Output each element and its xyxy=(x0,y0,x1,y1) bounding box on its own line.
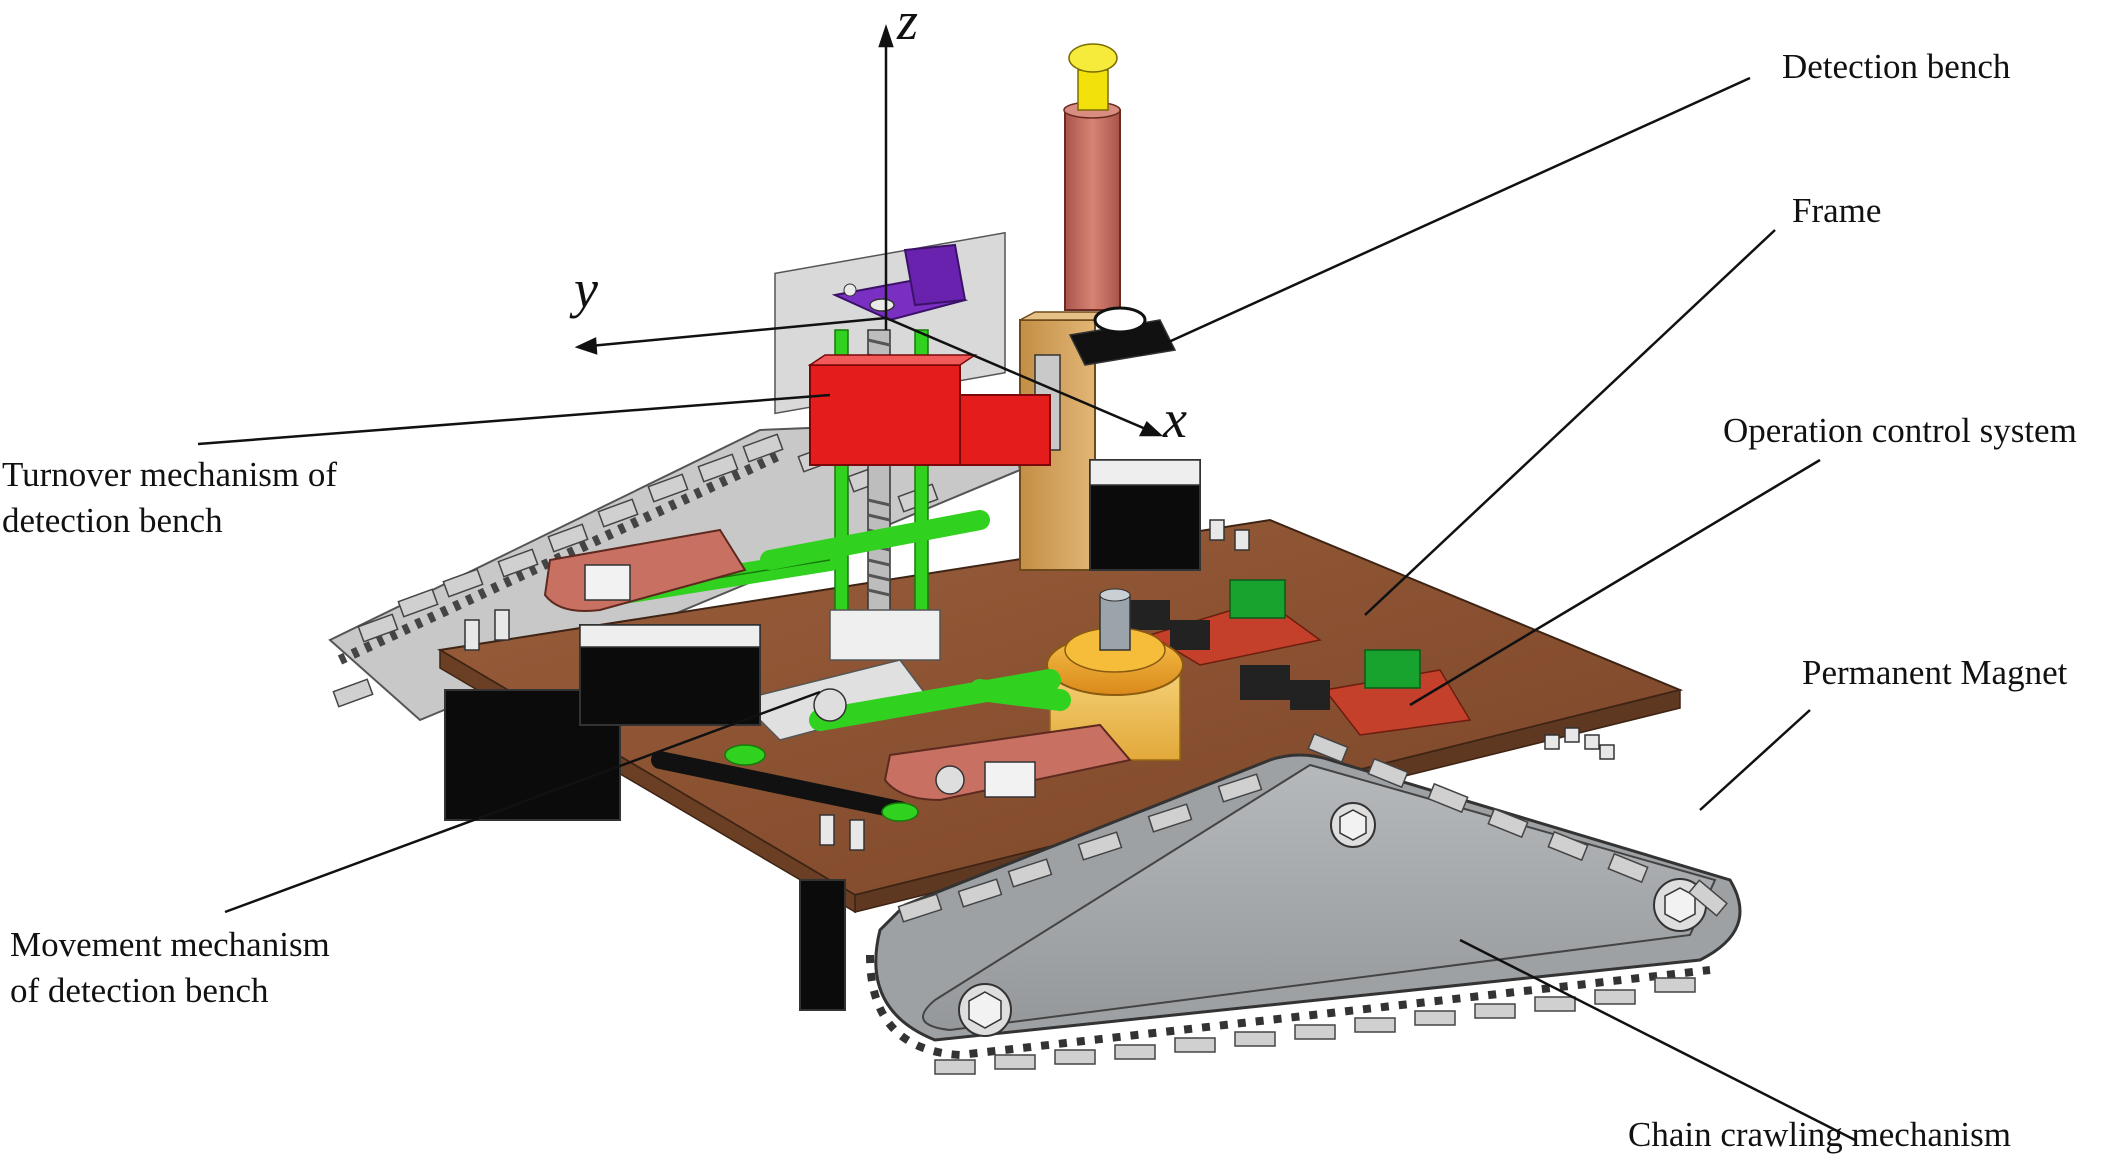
axis-x-label: x xyxy=(1163,389,1187,449)
plate-bolts xyxy=(464,519,1615,851)
leader-operation-control xyxy=(1409,458,1821,707)
label-movement-line1: Movement mechanism xyxy=(10,925,330,964)
leader-turnover xyxy=(197,393,831,446)
axis-y-label: y xyxy=(574,259,598,319)
label-frame: Frame xyxy=(1792,191,1882,230)
leader-chain-crawling xyxy=(1459,938,1856,1142)
label-operation-control-system: Operation control system xyxy=(1723,411,2077,450)
detection-bench-tower xyxy=(1019,43,1201,571)
label-permanent-magnet: Permanent Magnet xyxy=(1802,653,2068,692)
label-movement-mechanism: Movement mechanism of detection bench xyxy=(10,922,330,1014)
label-turnover-mechanism: Turnover mechanism of detection bench xyxy=(2,452,337,544)
label-chain-crawling-mechanism: Chain crawling mechanism xyxy=(1628,1115,2011,1154)
leader-lines xyxy=(197,76,1856,1142)
leader-permanent-magnet xyxy=(1699,709,1811,811)
leader-detection-bench xyxy=(1139,76,1751,357)
axis-z-label: z xyxy=(897,0,919,51)
track-pads xyxy=(332,433,1728,1075)
operation-control-pcb xyxy=(1130,579,1472,736)
turnover-mechanism xyxy=(738,231,1051,741)
label-turnover-line1: Turnover mechanism of xyxy=(2,455,338,494)
label-turnover-line2: detection bench xyxy=(2,501,223,540)
label-detection-bench: Detection bench xyxy=(1782,47,2011,86)
movement-mechanism xyxy=(543,510,1132,822)
leader-frame xyxy=(1364,229,1776,616)
leader-movement xyxy=(224,690,821,914)
label-movement-line2: of detection bench xyxy=(10,971,269,1010)
coordinate-axes xyxy=(574,24,1164,437)
